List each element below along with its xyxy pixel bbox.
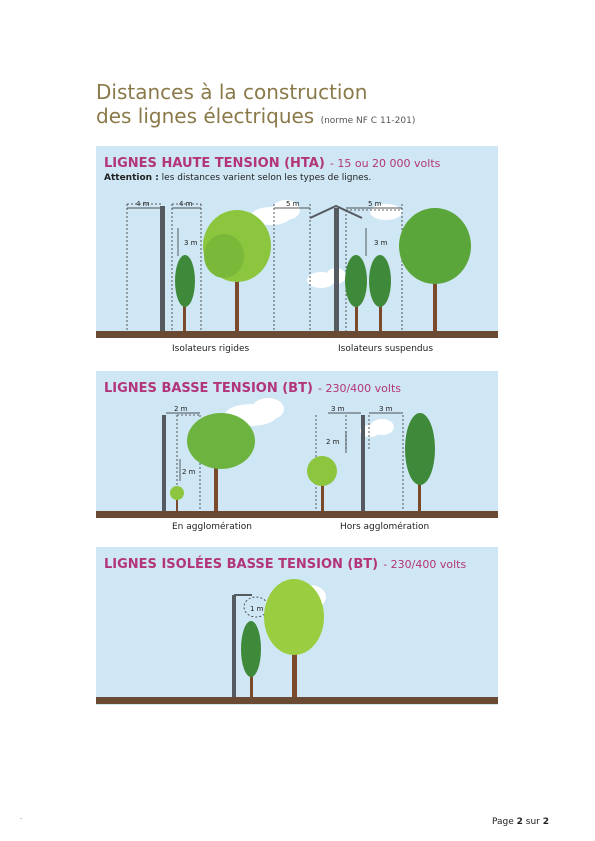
attention-note: Attention : les distances varient selon …: [104, 173, 440, 183]
tree-icon: [175, 255, 195, 331]
panel-header: LIGNES ISOLÉES BASSE TENSION (BT) - 230/…: [104, 553, 466, 572]
panel-title: LIGNES BASSE TENSION (BT): [104, 381, 313, 396]
tree-icon: [241, 621, 261, 697]
title-line-2: des lignes électriques: [96, 104, 315, 128]
pole-icon: [162, 415, 166, 511]
dim-label: 3 m: [379, 405, 393, 413]
dim-label: 2 m: [326, 438, 340, 446]
current-page: 2: [516, 817, 523, 827]
pole-icon: [361, 415, 365, 511]
caption-suspended: Isolateurs suspendus: [338, 344, 434, 354]
tree-icon: [264, 579, 324, 697]
total-pages: 2: [542, 817, 549, 827]
panel-title: LIGNES HAUTE TENSION (HTA): [104, 156, 325, 171]
tree-icon: [307, 456, 337, 511]
caption-rigid: Isolateurs rigides: [172, 344, 250, 354]
ground-strip: [96, 331, 498, 338]
dim-label: 3 m: [331, 405, 345, 413]
page-number: Page 2 sur 2: [491, 817, 549, 827]
dim-label: 5 m: [368, 200, 382, 208]
ground-strip: [96, 697, 498, 704]
pole-icon: [334, 208, 339, 331]
isolees-illustration: 1 m: [232, 579, 326, 697]
norm-reference: (norme NF C 11-201): [320, 116, 416, 126]
attention-label: Attention :: [104, 173, 159, 183]
ground-strip: [96, 511, 498, 518]
title-line-1: Distances à la construction: [96, 80, 368, 104]
dim-label: 4 m: [136, 200, 150, 208]
pole-icon: [232, 595, 236, 697]
dim-label: 1 m: [250, 605, 264, 613]
tree-icon: [187, 413, 255, 511]
dim-label: 3 m: [184, 239, 198, 247]
tree-icon: [369, 255, 391, 331]
panel-bt: 2 m 2 m 3 m 3 m 2 m LIGNES BASSE TENSION…: [96, 371, 498, 518]
dim-label: 3 m: [374, 239, 388, 247]
dim-label: 4 m: [179, 200, 193, 208]
hta-illustration: 4 m 4 m 3 m 5 m 5 m 3 m: [126, 200, 471, 331]
panel-header: LIGNES BASSE TENSION (BT) - 230/400 volt…: [104, 377, 401, 396]
panel-header: LIGNES HAUTE TENSION (HTA) - 15 ou 20 00…: [104, 152, 440, 183]
tree-icon: [345, 255, 367, 331]
caption-agglomeration: En agglomération: [172, 522, 252, 532]
tree-icon: [170, 486, 184, 511]
panel-title: LIGNES ISOLÉES BASSE TENSION (BT): [104, 557, 379, 572]
panel-isolees-bt: 1 m LIGNES ISOLÉES BASSE TENSION (BT) - …: [96, 547, 498, 705]
tree-icon: [203, 210, 271, 331]
panel-hta: 4 m 4 m 3 m 5 m 5 m 3 m: [96, 146, 498, 338]
bt-illustration: 2 m 2 m 3 m 3 m 2 m: [162, 398, 435, 511]
document-title: Distances à la construction des lignes é…: [96, 80, 415, 133]
dim-label: 2 m: [182, 468, 196, 476]
panel-volts: - 230/400 volts: [383, 558, 467, 571]
panel-volts: - 15 ou 20 000 volts: [329, 157, 441, 170]
tree-icon: [399, 208, 471, 331]
attention-text: les distances varient selon les types de…: [161, 173, 372, 183]
tree-icon: [405, 413, 435, 511]
panel-volts: - 230/400 volts: [318, 382, 401, 395]
pole-icon: [160, 206, 165, 331]
dim-label: 5 m: [286, 200, 300, 208]
caption-hors-agglomeration: Hors agglomération: [340, 522, 430, 532]
dim-label: 2 m: [174, 405, 188, 413]
